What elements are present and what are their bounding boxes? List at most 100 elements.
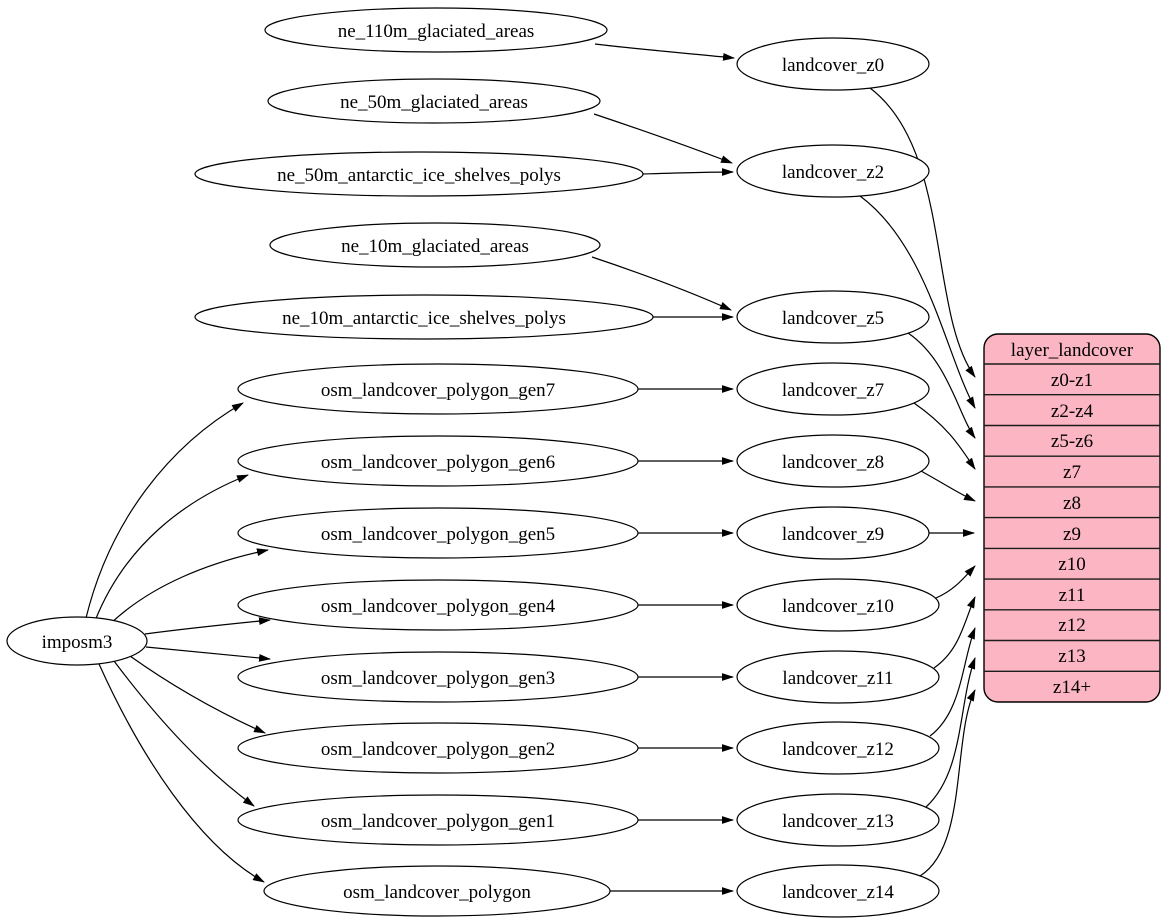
- node-label-osm_landcover_polygon_gen3: osm_landcover_polygon_gen3: [321, 668, 555, 689]
- edge-imposm3-osm_landcover_polygon_gen4: [144, 617, 271, 635]
- node-osm_landcover_polygon_gen1: osm_landcover_polygon_gen1: [237, 794, 639, 846]
- node-landcover_z2: landcover_z2: [736, 144, 930, 198]
- node-shape-osm_landcover_polygon_gen7: [237, 363, 639, 415]
- table-row-z9: z9: [1063, 524, 1081, 545]
- node-label-ne_110m_glaciated_areas: ne_110m_glaciated_areas: [338, 21, 535, 42]
- edge-imposm3-osm_landcover_polygon_gen1: [113, 660, 255, 807]
- node-landcover_z14: landcover_z14: [736, 864, 940, 918]
- node-ne_110m_glaciated_areas: ne_110m_glaciated_areas: [264, 7, 608, 53]
- node-label-ne_50m_glaciated_areas: ne_50m_glaciated_areas: [340, 92, 528, 113]
- node-landcover_z9: landcover_z9: [736, 506, 930, 560]
- node-shape-landcover_z8: [736, 434, 930, 488]
- node-shape-landcover_z5: [736, 290, 930, 344]
- node-shape-osm_landcover_polygon_gen6: [237, 435, 639, 487]
- table-row-z8: z8: [1063, 493, 1081, 514]
- node-label-landcover_z14: landcover_z14: [782, 882, 894, 903]
- edge-landcover_z13-row-z13: [925, 657, 976, 808]
- edge-landcover_z11-row-z11: [933, 596, 976, 669]
- table-row-z0-z1: z0-z1: [1051, 370, 1093, 391]
- node-label-landcover_z2: landcover_z2: [782, 162, 884, 183]
- node-label-landcover_z9: landcover_z9: [782, 524, 884, 545]
- node-label-osm_landcover_polygon_gen2: osm_landcover_polygon_gen2: [321, 739, 555, 760]
- node-shape-landcover_z12: [736, 721, 940, 775]
- node-landcover_z0: landcover_z0: [736, 37, 930, 91]
- node-label-osm_landcover_polygon_gen5: osm_landcover_polygon_gen5: [321, 524, 555, 545]
- node-label-ne_10m_glaciated_areas: ne_10m_glaciated_areas: [341, 236, 529, 257]
- node-osm_landcover_polygon_gen2: osm_landcover_polygon_gen2: [237, 722, 639, 774]
- table-title: layer_landcover: [1011, 340, 1134, 361]
- node-osm_landcover_polygon_gen5: osm_landcover_polygon_gen5: [237, 507, 639, 559]
- node-label-ne_50m_antarctic_ice_shelves_polys: ne_50m_antarctic_ice_shelves_polys: [277, 165, 561, 186]
- node-shape-landcover_z2: [736, 144, 930, 198]
- node-shape-landcover_z13: [736, 793, 940, 847]
- node-shape-landcover_z0: [736, 37, 930, 91]
- node-osm_landcover_polygon_gen4: osm_landcover_polygon_gen4: [237, 579, 639, 631]
- node-label-landcover_z5: landcover_z5: [782, 308, 884, 329]
- node-landcover_z8: landcover_z8: [736, 434, 930, 488]
- node-landcover_z11: landcover_z11: [736, 650, 940, 704]
- node-imposm3: imposm3: [6, 616, 148, 666]
- edge-imposm3-osm_landcover_polygon_gen7: [85, 402, 244, 619]
- edge-imposm3-osm_landcover_polygon_gen6: [94, 474, 249, 622]
- edge-ne_50m_glaciated_areas-landcover_z2: [593, 113, 733, 164]
- edge-landcover_z12-row-z12: [929, 627, 976, 737]
- node-shape-osm_landcover_polygon_gen5: [237, 507, 639, 559]
- node-label-osm_landcover_polygon_gen6: osm_landcover_polygon_gen6: [321, 452, 555, 473]
- node-shape-landcover_z14: [736, 864, 940, 918]
- node-shape-ne_110m_glaciated_areas: [264, 7, 608, 53]
- edge-landcover_z14-row-z14plus: [919, 689, 976, 877]
- edge-layer: [85, 43, 976, 895]
- node-landcover_z5: landcover_z5: [736, 290, 930, 344]
- node-label-ne_10m_antarctic_ice_shelves_polys: ne_10m_antarctic_ice_shelves_polys: [282, 308, 566, 329]
- node-osm_landcover_polygon_gen6: osm_landcover_polygon_gen6: [237, 435, 639, 487]
- node-label-landcover_z12: landcover_z12: [782, 739, 894, 760]
- node-shape-landcover_z7: [736, 362, 930, 416]
- node-shape-osm_landcover_polygon_gen1: [237, 794, 639, 846]
- node-landcover_z12: landcover_z12: [736, 721, 940, 775]
- table-row-z13: z13: [1058, 646, 1085, 667]
- node-shape-landcover_z11: [736, 650, 940, 704]
- node-shape-landcover_z10: [736, 578, 940, 632]
- node-layer: imposm3 ne_110m_glaciated_areas ne_50m_g…: [6, 7, 940, 918]
- node-label-osm_landcover_polygon_gen4: osm_landcover_polygon_gen4: [321, 596, 556, 617]
- node-landcover_z7: landcover_z7: [736, 362, 930, 416]
- table-row-z10: z10: [1058, 554, 1085, 575]
- node-ne_10m_antarctic_ice_shelves_polys: ne_10m_antarctic_ice_shelves_polys: [194, 294, 654, 340]
- edge-landcover_z10-row-z10: [935, 565, 976, 599]
- node-label-imposm3: imposm3: [42, 632, 113, 653]
- edge-ne_10m_glaciated_areas-landcover_z5: [591, 256, 732, 311]
- node-label-osm_landcover_polygon_gen7: osm_landcover_polygon_gen7: [321, 380, 555, 401]
- node-shape-osm_landcover_polygon: [263, 865, 611, 917]
- node-label-osm_landcover_polygon_gen1: osm_landcover_polygon_gen1: [321, 811, 555, 832]
- node-landcover_z10: landcover_z10: [736, 578, 940, 632]
- table-layer-landcover: layer_landcover z0-z1 z2-z4 z5-z6 z7 z8 …: [983, 333, 1161, 703]
- node-label-landcover_z13: landcover_z13: [782, 811, 894, 832]
- node-osm_landcover_polygon: osm_landcover_polygon: [263, 865, 611, 917]
- node-ne_10m_glaciated_areas: ne_10m_glaciated_areas: [269, 222, 601, 268]
- edge-landcover_z8-row-z8: [920, 470, 976, 502]
- table-row-z2-z4: z2-z4: [1051, 401, 1094, 422]
- node-shape-ne_10m_antarctic_ice_shelves_polys: [194, 294, 654, 340]
- node-osm_landcover_polygon_gen3: osm_landcover_polygon_gen3: [237, 651, 639, 703]
- node-shape-ne_50m_glaciated_areas: [267, 78, 601, 124]
- edge-ne_50m_antarctic_ice_shelves_polys-landcover_z2: [642, 168, 734, 176]
- node-label-landcover_z0: landcover_z0: [782, 55, 884, 76]
- edge-landcover_z2-row-z2-z4: [859, 195, 976, 409]
- node-shape-osm_landcover_polygon_gen3: [237, 651, 639, 703]
- edge-imposm3-osm_landcover_polygon_gen5: [107, 548, 269, 627]
- edge-landcover_z5-row-z5-z6: [907, 332, 976, 439]
- table-row-z11: z11: [1059, 585, 1086, 606]
- node-label-landcover_z7: landcover_z7: [782, 380, 884, 401]
- node-label-osm_landcover_polygon: osm_landcover_polygon: [343, 882, 531, 903]
- table-row-z14plus: z14+: [1053, 677, 1091, 698]
- node-label-landcover_z11: landcover_z11: [782, 668, 893, 689]
- edge-imposm3-osm_landcover_polygon: [98, 663, 265, 883]
- node-osm_landcover_polygon_gen7: osm_landcover_polygon_gen7: [237, 363, 639, 415]
- table-row-z12: z12: [1058, 615, 1085, 636]
- node-shape-ne_50m_antarctic_ice_shelves_polys: [194, 151, 644, 197]
- table-row-z7: z7: [1063, 462, 1081, 483]
- node-shape-ne_10m_glaciated_areas: [269, 222, 601, 268]
- node-shape-imposm3: [6, 616, 148, 666]
- table-row-z5-z6: z5-z6: [1051, 431, 1093, 452]
